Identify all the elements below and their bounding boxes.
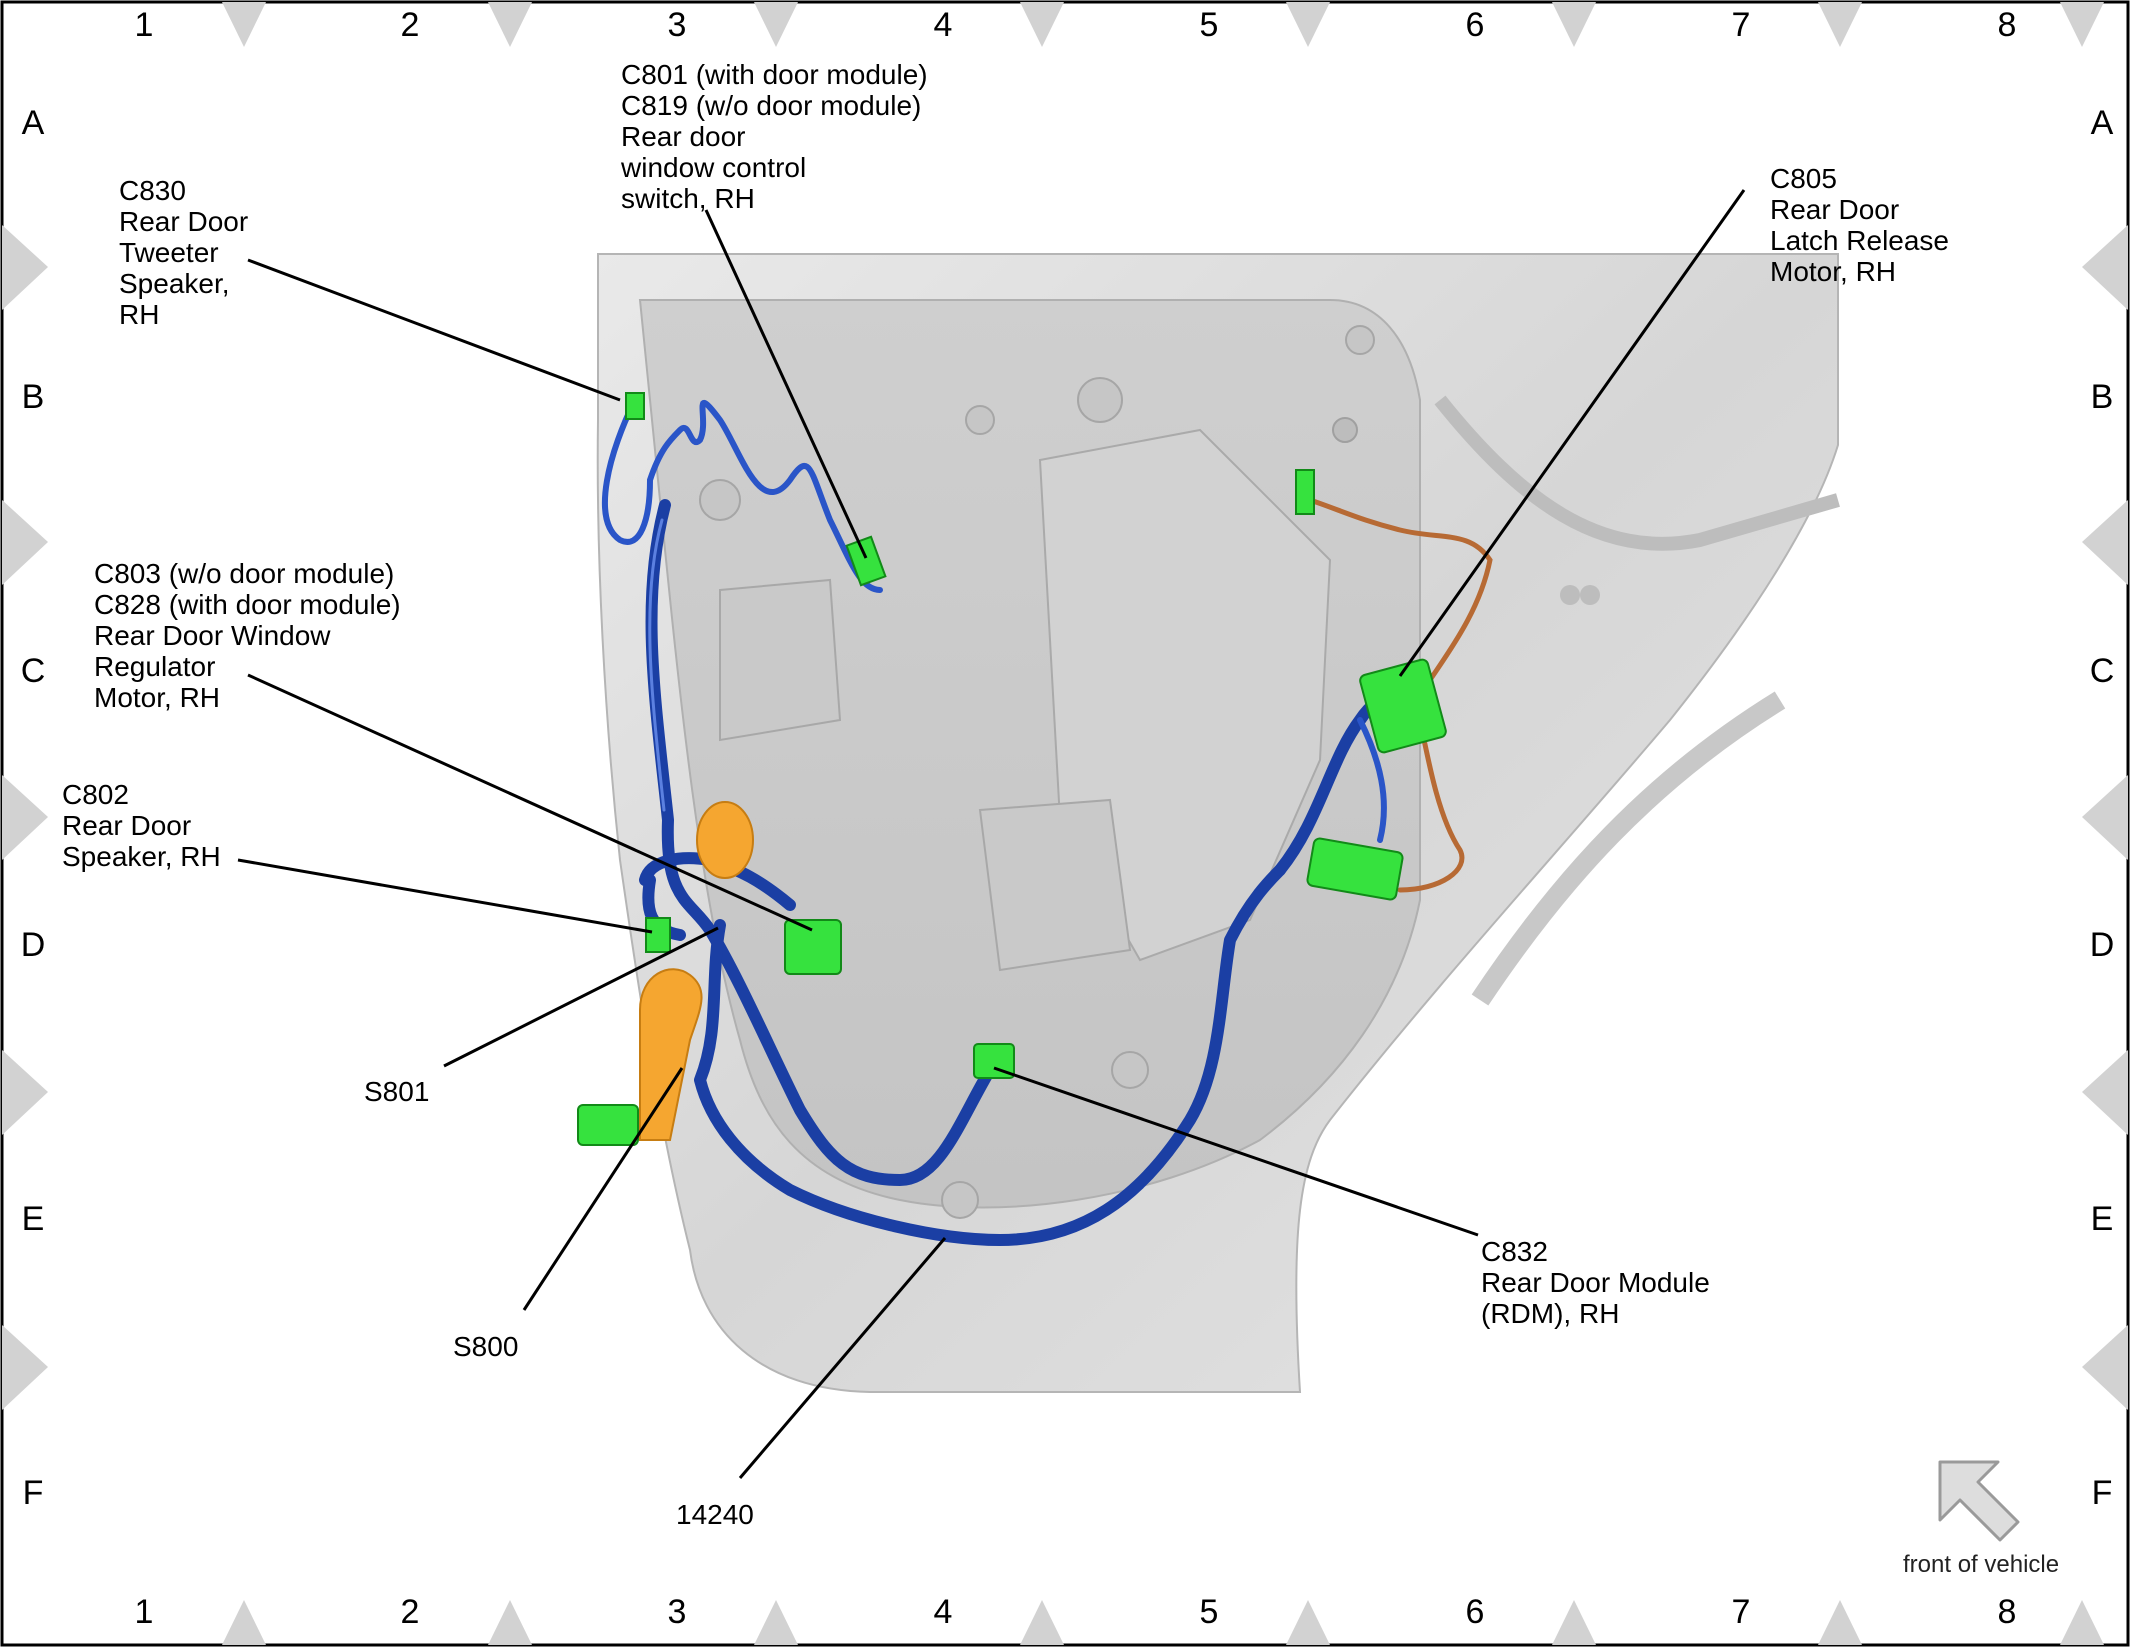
grid-column-label: 4 bbox=[934, 6, 953, 44]
callout-c802-line: C802 bbox=[62, 779, 129, 810]
callout-s801: S801 bbox=[364, 1076, 429, 1107]
connector-c832-side bbox=[1306, 837, 1404, 901]
callout-c803-line: Regulator bbox=[94, 651, 215, 682]
grid-row-label: D bbox=[21, 926, 46, 964]
grid-column-label: 1 bbox=[135, 1593, 154, 1631]
foam-pad-lower bbox=[639, 968, 703, 1141]
callout-c805: C805 Rear Door Latch Release Motor, RH bbox=[1770, 163, 1949, 287]
callout-c802: C802 Rear Door Speaker, RH bbox=[62, 779, 221, 872]
grid-column-label: 8 bbox=[1998, 6, 2017, 44]
leader-c802 bbox=[237, 858, 653, 934]
leader-s801 bbox=[443, 926, 719, 1068]
leader-c830 bbox=[247, 258, 621, 402]
callout-c805-line: Motor, RH bbox=[1770, 256, 1896, 287]
grid-column-label: 6 bbox=[1466, 1593, 1485, 1631]
connector-c805-top bbox=[1295, 469, 1315, 515]
grid-row-label: C bbox=[2090, 652, 2115, 690]
grid-column-label: 1 bbox=[135, 6, 154, 44]
grid-column-label: 4 bbox=[934, 1593, 953, 1631]
grid-row-label: A bbox=[2091, 104, 2114, 142]
callout-c801-line: C801 (with door module) bbox=[621, 59, 928, 90]
callout-c830-line: Tweeter bbox=[119, 237, 219, 268]
connector-foam-pad bbox=[577, 1104, 639, 1146]
leader-c832 bbox=[993, 1066, 1479, 1237]
callout-c802-line: Rear Door bbox=[62, 810, 191, 841]
leader-lines bbox=[237, 189, 1746, 1479]
leader-s800 bbox=[522, 1067, 684, 1311]
callout-s800: S800 bbox=[453, 1331, 518, 1362]
callout-14240: 14240 bbox=[676, 1499, 754, 1530]
leader-14240 bbox=[738, 1237, 947, 1479]
connector-c832 bbox=[973, 1043, 1015, 1079]
grid-column-label: 7 bbox=[1732, 1593, 1751, 1631]
foam-pads bbox=[639, 801, 754, 1141]
callout-c830-line: RH bbox=[119, 299, 159, 330]
grid-column-label: 3 bbox=[668, 1593, 687, 1631]
grid-column-label: 8 bbox=[1998, 1593, 2017, 1631]
grid-column-label: 2 bbox=[401, 6, 420, 44]
callout-c801-line: Rear door bbox=[621, 121, 746, 152]
leader-c805 bbox=[1398, 189, 1746, 677]
arrow-up-left-icon bbox=[1938, 1460, 2020, 1542]
grid-column-label: 2 bbox=[401, 1593, 420, 1631]
foam-pad-upper bbox=[696, 801, 754, 879]
callout-c803-line: C828 (with door module) bbox=[94, 589, 401, 620]
leader-c801 bbox=[704, 209, 868, 559]
callout-c830-line: Speaker, bbox=[119, 268, 230, 299]
connector-c830 bbox=[625, 392, 645, 420]
callout-c805-line: Rear Door bbox=[1770, 194, 1899, 225]
callout-c801-line: switch, RH bbox=[621, 183, 755, 214]
grid-column-label: 6 bbox=[1466, 6, 1485, 44]
callout-c801-line: window control bbox=[620, 152, 806, 183]
callout-c830-line: C830 bbox=[119, 175, 186, 206]
callout-c830: C830 Rear Door Tweeter Speaker, RH bbox=[119, 175, 248, 330]
connector-c805 bbox=[1359, 658, 1447, 754]
callout-c803: C803 (w/o door module) C828 (with door m… bbox=[94, 558, 401, 713]
callout-c801-line: C819 (w/o door module) bbox=[621, 90, 921, 121]
rear-door-inner-panel bbox=[596, 253, 1840, 1393]
grid-row-label: A bbox=[22, 104, 45, 142]
callout-c832-line: (RDM), RH bbox=[1481, 1298, 1619, 1329]
grid-row-label: B bbox=[22, 378, 45, 416]
grid-row-label: E bbox=[22, 1200, 45, 1238]
callout-c801: C801 (with door module) C819 (w/o door m… bbox=[620, 59, 928, 214]
callout-c803-line: C803 (w/o door module) bbox=[94, 558, 394, 589]
grid-column-label: 7 bbox=[1732, 6, 1751, 44]
leader-c803 bbox=[247, 673, 813, 932]
callout-c830-line: Rear Door bbox=[119, 206, 248, 237]
callout-c805-line: Latch Release bbox=[1770, 225, 1949, 256]
grid-column-labels-bottom: 1 2 3 4 5 6 7 8 bbox=[135, 1593, 2017, 1631]
grid-row-labels-right: A B C D E F bbox=[2090, 104, 2115, 1512]
grid-column-label: 5 bbox=[1200, 6, 1219, 44]
callout-c803-line: Motor, RH bbox=[94, 682, 220, 713]
grid-row-label: D bbox=[2090, 926, 2115, 964]
callout-c832: C832 Rear Door Module (RDM), RH bbox=[1481, 1236, 1710, 1329]
grid-column-labels-top: 1 2 3 4 5 6 7 8 bbox=[135, 6, 2017, 44]
grid-row-label: E bbox=[2091, 1200, 2114, 1238]
grid-row-label: B bbox=[2091, 378, 2114, 416]
connector-c802 bbox=[645, 917, 671, 953]
grid-row-label: F bbox=[23, 1474, 44, 1512]
connectors bbox=[577, 392, 1447, 1146]
connector-c828 bbox=[784, 919, 842, 975]
callout-c805-line: C805 bbox=[1770, 163, 1837, 194]
callout-c832-line: Rear Door Module bbox=[1481, 1267, 1710, 1298]
callout-c803-line: Rear Door Window bbox=[94, 620, 331, 651]
grid-column-label: 5 bbox=[1200, 1593, 1219, 1631]
grid-column-label: 3 bbox=[668, 6, 687, 44]
grid-row-label: C bbox=[21, 652, 46, 690]
grid-row-label: F bbox=[2092, 1474, 2113, 1512]
front-of-vehicle-indicator: front of vehicle bbox=[1903, 1460, 2059, 1578]
front-of-vehicle-label: front of vehicle bbox=[1903, 1551, 2059, 1578]
callout-c802-line: Speaker, RH bbox=[62, 841, 221, 872]
grid-row-labels-left: A B C D E F bbox=[21, 104, 46, 1512]
callout-c832-line: C832 bbox=[1481, 1236, 1548, 1267]
